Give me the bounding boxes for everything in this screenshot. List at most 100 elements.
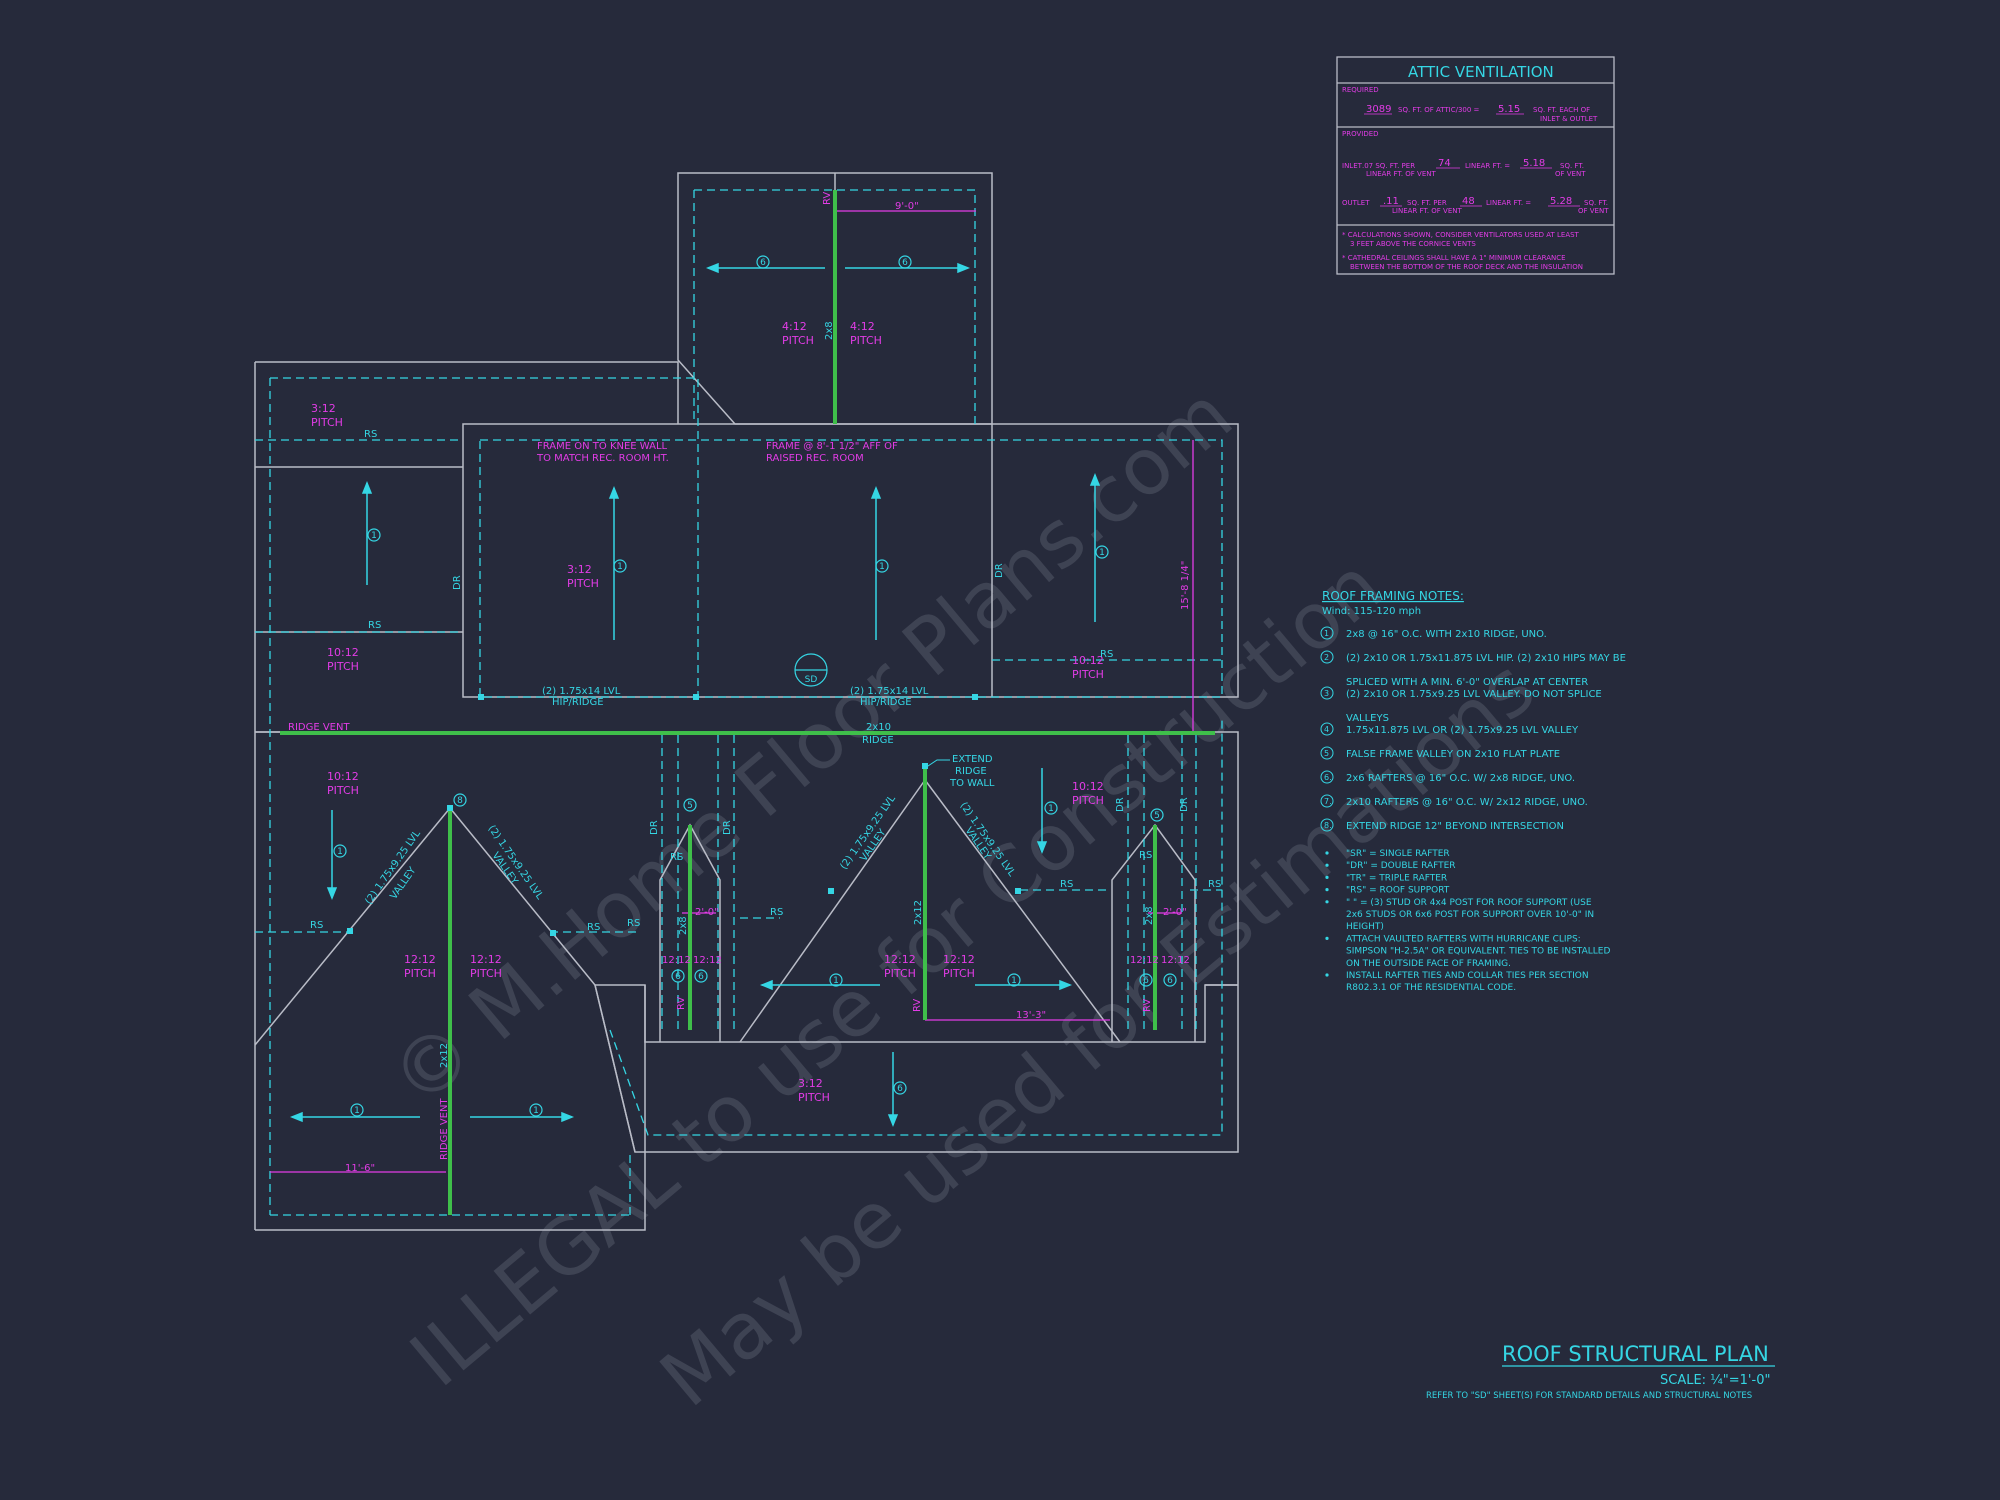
note-number-circle [1320, 686, 1334, 700]
attic-inlet-unit: SQ. FT. [1560, 162, 1584, 170]
attic-outlet-unit2: OF VENT [1578, 207, 1609, 215]
note-text: (2) 2x10 OR 1.75x9.25 LVL VALLEY. DO NOT… [1346, 689, 1602, 700]
dim-9-0: 9'-0" [895, 201, 919, 212]
rs-label: RS [770, 907, 783, 918]
callout-1: 1 [354, 1106, 360, 1116]
note-number: 7. [1324, 797, 1332, 806]
note-bullet [1325, 875, 1329, 880]
attic-title: ATTIC VENTILATION [1408, 63, 1554, 81]
hip-ridge-label: HIP/RIDGE [552, 697, 604, 708]
rs-label: RS [627, 918, 640, 929]
pitch-value: 12:12 [1161, 955, 1190, 966]
pitch-word: PITCH [470, 967, 502, 980]
plan-cyan-labels: RS RS RS RS RS RS RS RS RS RS RS DR DR D… [310, 321, 1221, 1068]
ridge-vent-label: RIDGE VENT [439, 1098, 450, 1160]
callout-1: 1 [533, 1106, 539, 1116]
rafter-2x8: 2x8 [824, 321, 835, 340]
callout-circles [333, 255, 1177, 1117]
attic-ventilation-table: ATTIC VENTILATION REQUIRED 3089 SQ. FT. … [1336, 56, 1615, 275]
dr-label: DR [452, 575, 463, 590]
drawing-scale: SCALE: ¼"=1'-0" [1660, 1373, 1770, 1388]
rs-label: RS [310, 920, 323, 931]
drawing-title: ROOF STRUCTURAL PLAN [1502, 1342, 1769, 1366]
rv-label: RV [1142, 999, 1153, 1012]
note-bullet [1325, 900, 1329, 904]
note-knee-wall-2: TO MATCH REC. ROOM HT. [536, 453, 669, 464]
note-text: (2) 2x10 OR 1.75x11.875 LVL HIP. (2) 2x1… [1346, 653, 1626, 664]
pitch-word: PITCH [1072, 668, 1104, 681]
hip-ridge-label: HIP/RIDGE [860, 697, 912, 708]
note-number-circle [1320, 818, 1334, 832]
pitch-word: PITCH [782, 334, 814, 347]
pitch-value: 4:12 [850, 320, 875, 333]
eave-lines [255, 189, 1223, 1216]
callout-5: 5 [1154, 811, 1160, 821]
roof-framing-notes: ROOF FRAMING NOTES: Wind: 115-120 mph 1 2… [1320, 589, 1626, 993]
rs-label: RS [1100, 649, 1113, 660]
pitch-value: 12:12 [884, 953, 916, 966]
pitch-value: 12:12 [693, 955, 722, 966]
note-bullet-text: "TR" = TRIPLE RAFTER [1346, 873, 1447, 883]
callout-6: 6 [698, 972, 704, 982]
note-text: EXTEND RIDGE 12" BEYOND INTERSECTION [1346, 821, 1564, 832]
dimension-lines [270, 210, 1194, 1173]
attic-inlet-rate2: LINEAR FT. OF VENT [1366, 170, 1437, 178]
attic-required-result: 5.15 [1498, 104, 1520, 115]
note-bullet [1325, 936, 1329, 941]
pitch-word: PITCH [798, 1091, 830, 1104]
dr-label: DR [1115, 797, 1126, 812]
notes-wind: Wind: 115-120 mph [1322, 606, 1421, 617]
attic-required-unit: SQ. FT. EACH OF [1533, 106, 1590, 114]
note-number-circle [1320, 626, 1334, 640]
attic-required-value: 3089 [1366, 104, 1391, 115]
pitch-value: 3:12 [798, 1077, 823, 1090]
attic-provided-label: PROVIDED [1342, 130, 1379, 138]
rafter-2x8: 2x8 [678, 916, 689, 935]
notes-title: ROOF FRAMING NOTES: [1322, 589, 1464, 603]
note-bullet-text: 2x6 STUDS OR 6x6 POST FOR SUPPORT OVER 1… [1346, 910, 1594, 920]
note-number-circle [1320, 722, 1334, 736]
attic-inlet-label: INLET [1342, 162, 1363, 170]
pitch-value: 3:12 [567, 563, 592, 576]
attic-inlet-unit2: OF VENT [1555, 170, 1586, 178]
extend-ridge-leader [924, 759, 950, 769]
pitch-word: PITCH [567, 577, 599, 590]
rv-label: RV [676, 997, 687, 1010]
extend-ridge-note: EXTEND [952, 754, 993, 765]
callout-numbers: 6 6 1 1 1 1 1 1 1 1 1 1 6 8 5 5 6 6 6 6 … [337, 258, 1173, 1116]
callout-1: 1 [1048, 804, 1054, 814]
attic-outlet-unit: SQ. FT. [1584, 199, 1608, 207]
note-bullet-text: " " = (3) STUD OR 4x4 POST FOR ROOF SUPP… [1346, 898, 1592, 908]
note-number: 4 [1324, 725, 1329, 734]
dr-label: DR [1179, 797, 1190, 812]
ridge-vent-label: RIDGE VENT [288, 722, 350, 733]
pitch-word: PITCH [404, 967, 436, 980]
note-number-circle [1320, 746, 1334, 760]
rv-label: RV [822, 192, 833, 205]
callout-8: 8 [457, 796, 463, 806]
rafter-2x8: 2x8 [1144, 906, 1155, 925]
pitch-word: PITCH [311, 416, 343, 429]
pitch-value: 12:12 [1130, 955, 1159, 966]
attic-note-2: * CATHEDRAL CEILINGS SHALL HAVE A 1" MIN… [1342, 254, 1566, 262]
note-bullet-text: "RS" = ROOF SUPPORT [1346, 886, 1450, 896]
pitch-value: 12:12 [404, 953, 436, 966]
note-frame-aff-2: RAISED REC. ROOM [766, 453, 864, 464]
attic-inlet-text: LINEAR FT. = [1465, 162, 1510, 170]
attic-outlet-rate2: LINEAR FT. OF VENT [1392, 207, 1463, 215]
pitch-word: PITCH [850, 334, 882, 347]
note-bullet-text: "DR" = DOUBLE RAFTER [1346, 861, 1456, 871]
rs-label: RS [587, 922, 600, 933]
rs-label: RS [1208, 879, 1221, 890]
note-bullet-text: ATTACH VAULTED RAFTERS WITH HURRICANE CL… [1346, 934, 1581, 944]
pitch-word: PITCH [1072, 794, 1104, 807]
pitch-word: PITCH [327, 784, 359, 797]
note-text: 2x8 @ 16" O.C. WITH 2x10 RIDGE, UNO. [1346, 629, 1547, 640]
attic-outlet-label: OUTLET [1342, 199, 1370, 207]
title-block: ROOF STRUCTURAL PLAN SCALE: ¼"=1'-0" REF… [1426, 1342, 1775, 1401]
note-number: 1 [1324, 629, 1329, 638]
note-number: 3 [1324, 689, 1329, 698]
pitch-value: 10:12 [327, 646, 359, 659]
attic-outlet-result: 5.28 [1550, 196, 1572, 207]
note-knee-wall: FRAME ON TO KNEE WALL [537, 441, 668, 452]
